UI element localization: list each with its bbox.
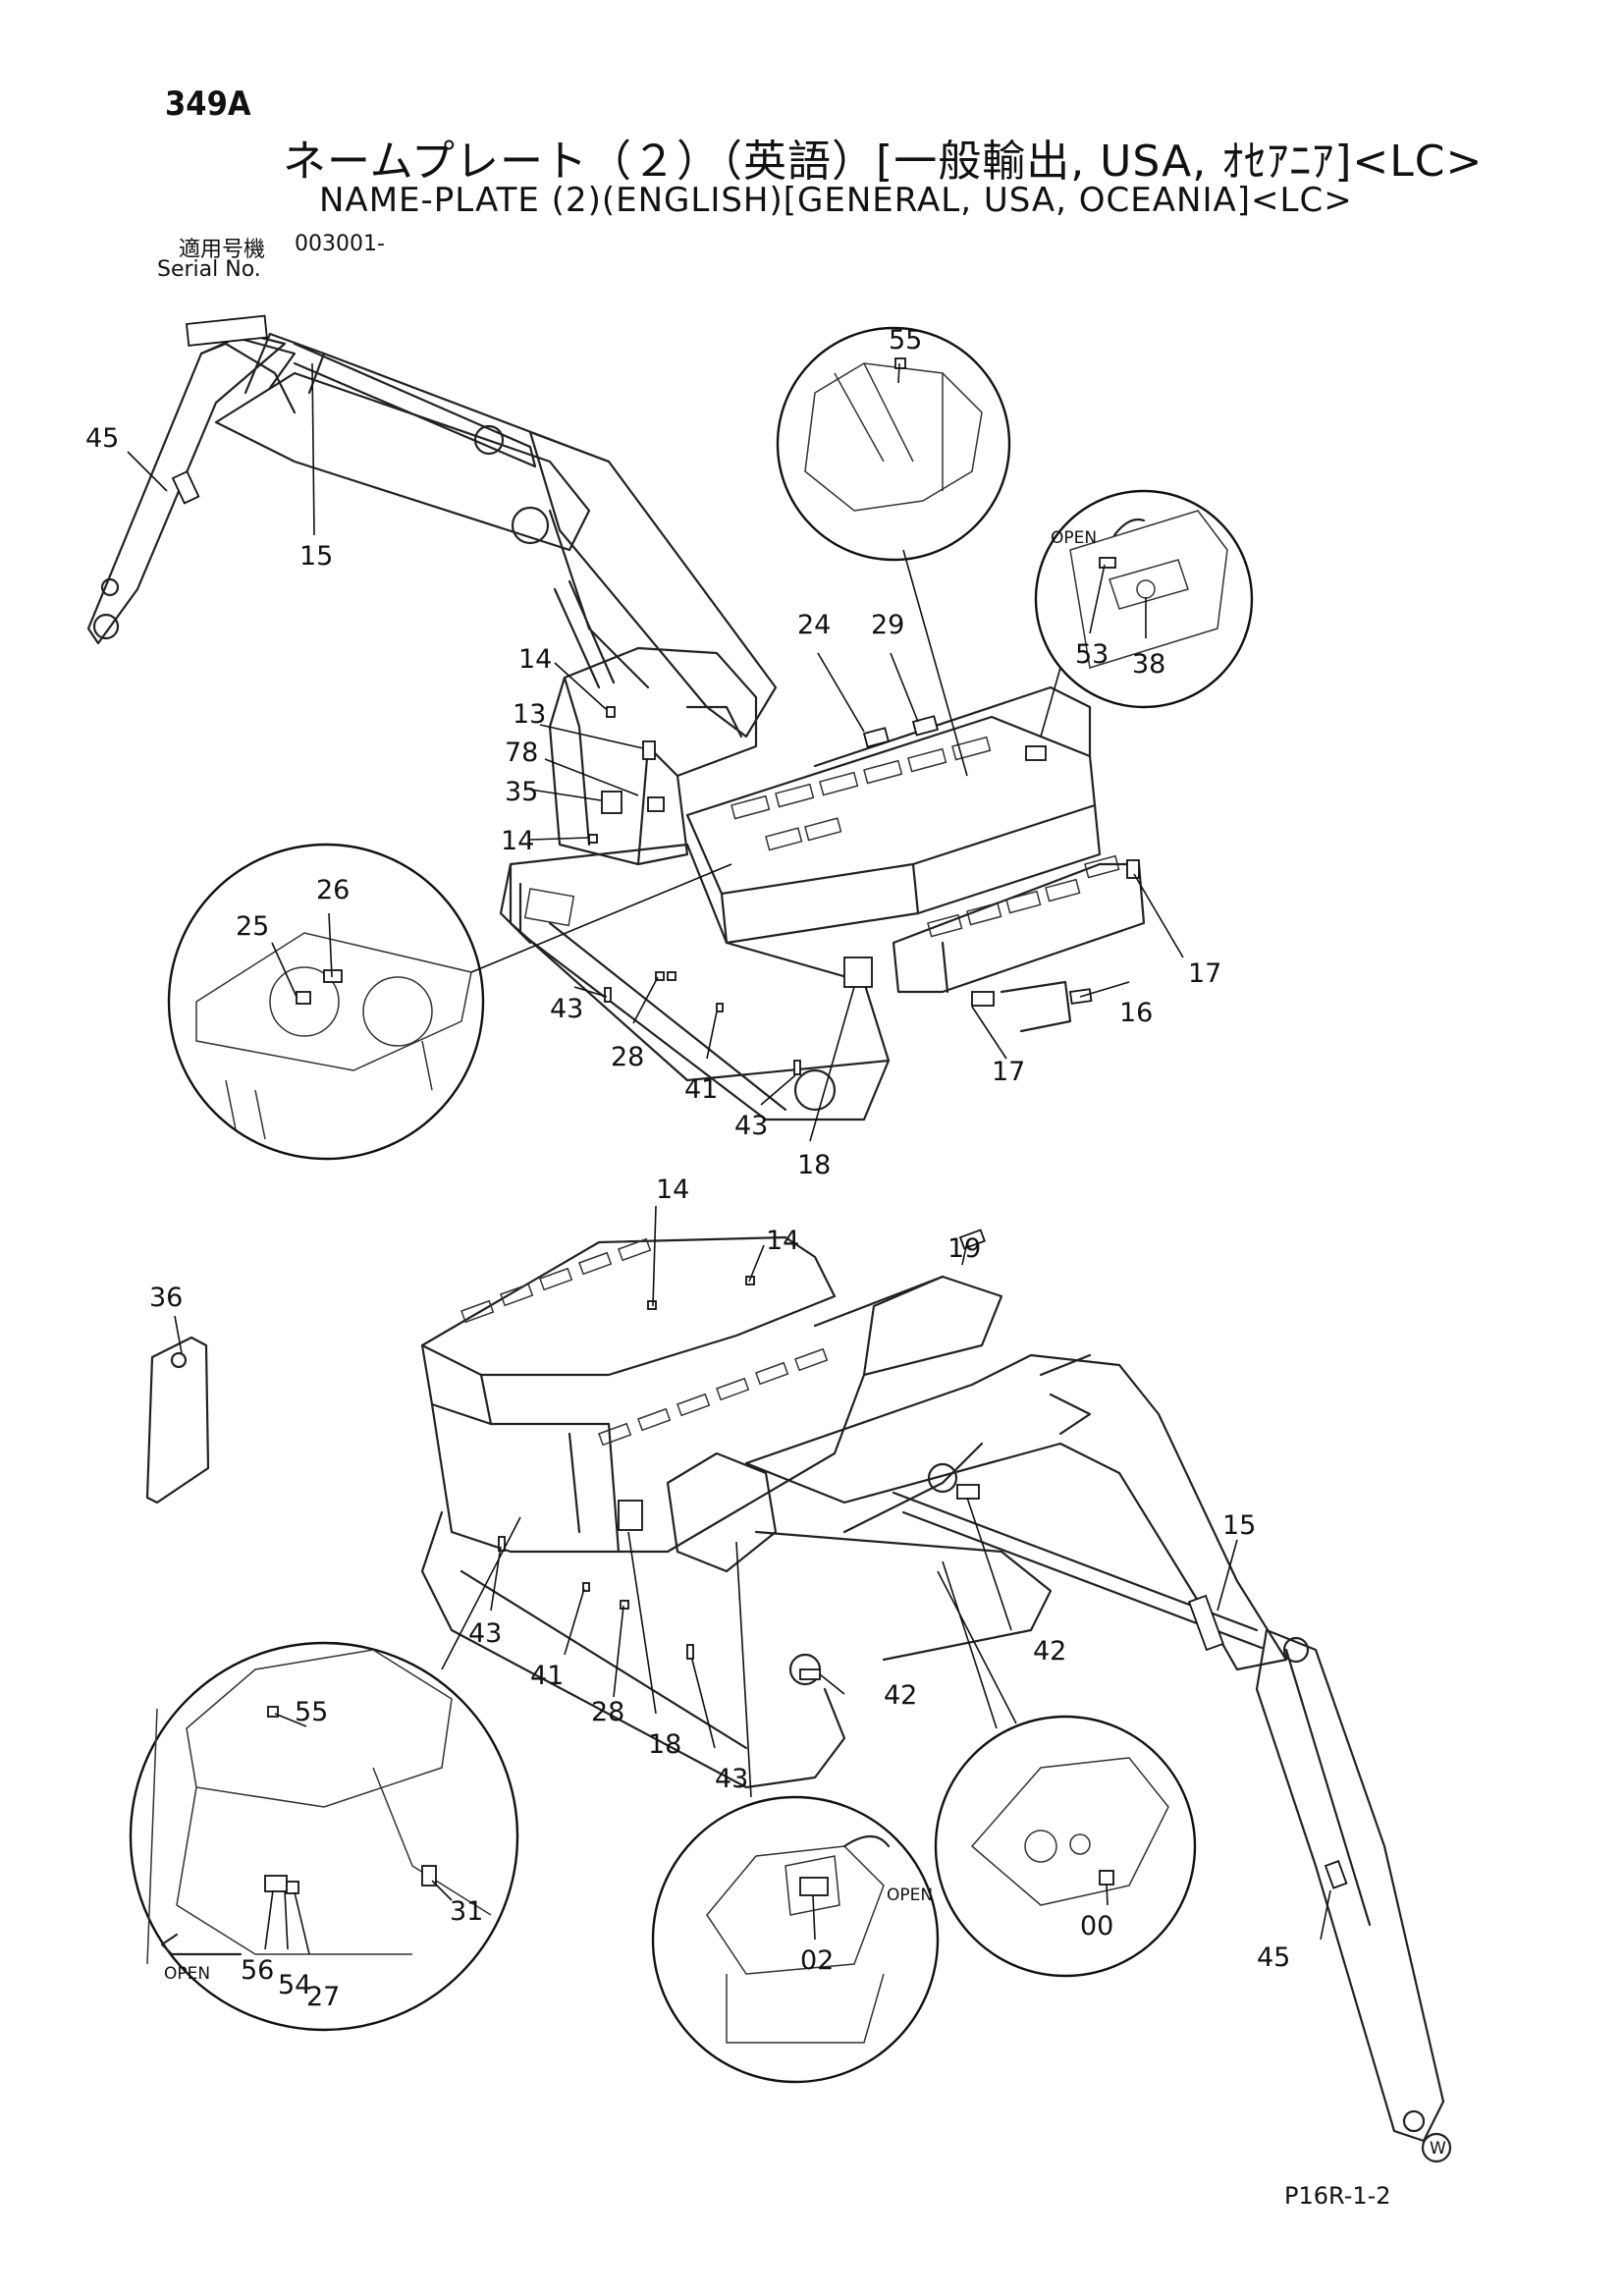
- callout-15-bottom: 15: [1222, 1510, 1256, 1541]
- callout-14-d: 14: [766, 1226, 799, 1256]
- callout-02: 02: [800, 1945, 834, 1976]
- callout-38: 38: [1132, 649, 1165, 680]
- leader-lines: [127, 362, 1331, 1955]
- callout-43-top-a: 43: [550, 994, 583, 1024]
- callout-numbers-top: 45 15 14 13 78 35 14 24 29 55 53 38 26 2…: [85, 325, 1221, 1180]
- bottom-excavator-drawing: [420, 1229, 1445, 2143]
- callout-36: 36: [149, 1283, 183, 1313]
- callout-16: 16: [1119, 998, 1153, 1028]
- serial-label-japanese: 適用号機: [179, 238, 266, 262]
- open-label-battery-box: OPEN: [887, 1886, 933, 1905]
- callout-43-top-b: 43: [734, 1111, 768, 1141]
- callout-28-bottom: 28: [591, 1697, 624, 1727]
- callout-43-bottom-a: 43: [468, 1618, 502, 1649]
- callout-24: 24: [797, 610, 831, 640]
- callout-45-bottom: 45: [1257, 1942, 1290, 1973]
- callout-26: 26: [316, 875, 350, 905]
- callout-56: 56: [241, 1955, 274, 1986]
- callout-53: 53: [1075, 639, 1109, 670]
- callout-14-b: 14: [501, 826, 534, 856]
- callout-41-bottom: 41: [530, 1661, 564, 1691]
- callout-14-c: 14: [656, 1175, 689, 1205]
- detail-circle-engine: [776, 326, 1011, 777]
- callout-42-b: 42: [884, 1680, 917, 1711]
- callout-13: 13: [513, 699, 546, 730]
- callout-42-a: 42: [1033, 1636, 1066, 1667]
- open-label-cab-floor: OPEN: [164, 1964, 210, 1984]
- callout-31: 31: [450, 1896, 483, 1927]
- callout-55-top: 55: [889, 325, 922, 355]
- watermark-w: W: [1421, 2132, 1452, 2163]
- callout-17-a: 17: [992, 1057, 1025, 1087]
- callout-54: 54: [278, 1970, 311, 2000]
- callout-numbers-bottom: 36 14 14 19 15 42 42 43 41 28 18 43 55 3…: [149, 1175, 1290, 2012]
- top-excavator-drawing: [86, 314, 1146, 1121]
- title-english: NAME-PLATE (2)(ENGLISH)[GENERAL, USA, OC…: [319, 181, 1353, 220]
- callout-41-top: 41: [684, 1074, 718, 1105]
- callout-00: 00: [1080, 1911, 1113, 1941]
- callout-27: 27: [306, 1982, 340, 2012]
- tag-36-drawing: [145, 1336, 210, 1504]
- callout-18-top: 18: [797, 1150, 831, 1180]
- callout-43-bottom-b: 43: [715, 1764, 748, 1794]
- serial-number: 003001-: [295, 232, 385, 256]
- callout-29: 29: [871, 610, 904, 640]
- detail-circle-hydraulic-tank: [167, 843, 732, 1161]
- callout-15-top: 15: [299, 541, 333, 572]
- detail-circle-boom-foot: [934, 1560, 1197, 1978]
- detail-circle-access-cover: [1034, 489, 1254, 738]
- callout-28-top: 28: [611, 1042, 644, 1072]
- callout-18-bottom: 18: [648, 1729, 681, 1760]
- callout-45-top: 45: [85, 423, 119, 454]
- callout-35: 35: [505, 777, 538, 807]
- open-labels: OPEN OPEN OPEN: [164, 518, 1146, 1984]
- callout-17-b: 17: [1188, 958, 1221, 989]
- title-japanese: ネームプレート（２）（英語）[一般輸出, USA, ｵｾｱﾆｱ]<LC>: [283, 137, 1484, 187]
- callout-19: 19: [947, 1233, 981, 1264]
- callout-14-a: 14: [518, 644, 552, 675]
- callout-55-bottom: 55: [295, 1697, 328, 1727]
- open-label-access-cover: OPEN: [1051, 528, 1097, 548]
- callout-25: 25: [236, 911, 269, 942]
- serial-label-english: Serial No.: [157, 257, 261, 282]
- detail-circle-battery-box: [651, 1541, 940, 2084]
- detail-circle-cab-floor: [129, 1516, 521, 2032]
- page-number: 349A: [165, 84, 251, 124]
- watermark-w-letter: W: [1430, 2139, 1446, 2159]
- callout-78: 78: [505, 738, 538, 768]
- figure-code: P16R-1-2: [1284, 2182, 1391, 2210]
